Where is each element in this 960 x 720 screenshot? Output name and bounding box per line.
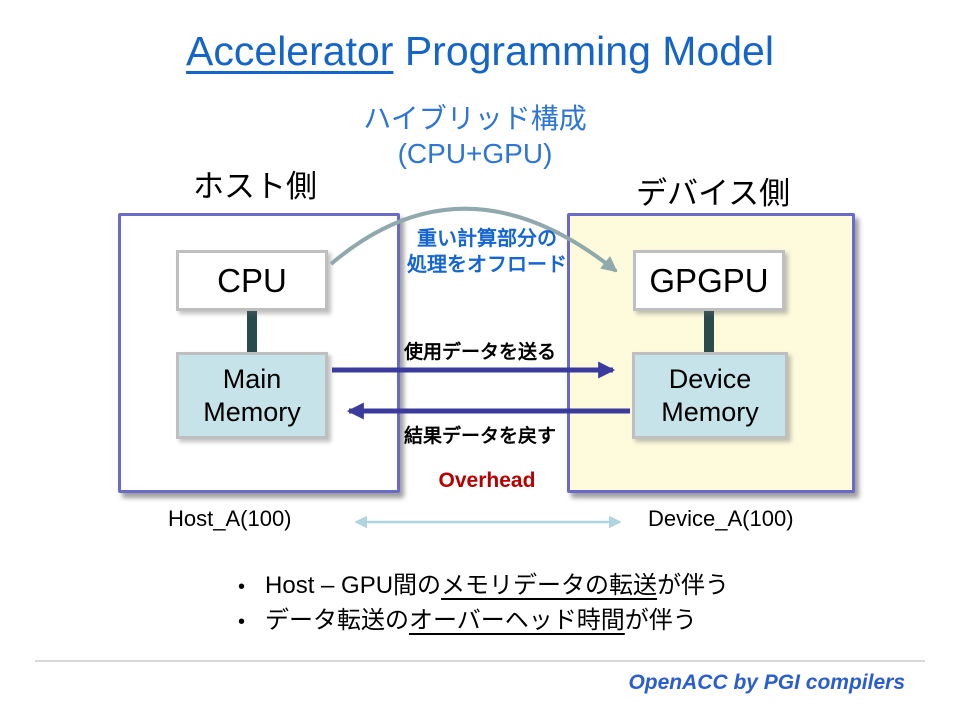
overhead-label: Overhead bbox=[438, 469, 536, 492]
bullet-post: が伴う bbox=[624, 607, 697, 634]
title-underlined-word: Accelerator bbox=[186, 28, 394, 74]
gpu-memory-bus bbox=[704, 311, 714, 353]
host-side-label: ホスト側 bbox=[193, 169, 317, 204]
main-memory-label-line1: Main bbox=[222, 363, 282, 394]
subtitle: ハイブリッド構成 (CPU+GPU) bbox=[0, 101, 950, 171]
main-memory-node: Main Memory bbox=[176, 352, 328, 439]
offload-annotation-line1: 重い計算部分の bbox=[417, 228, 557, 250]
subtitle-line1: ハイブリッド構成 bbox=[363, 103, 587, 134]
footer-credit: OpenACC by PGI compilers bbox=[628, 671, 905, 694]
cpu-label: CPU bbox=[217, 261, 287, 299]
cpu-memory-bus bbox=[247, 311, 257, 353]
bullet-text: Host – GPU間のメモリデータの転送が伴う bbox=[265, 569, 729, 602]
send-data-label: 使用データを送る bbox=[404, 342, 557, 363]
gpgpu-node: GPGPU bbox=[633, 250, 785, 311]
title-rest: Programming Model bbox=[393, 28, 774, 74]
bullet-pre: Host – GPU間の bbox=[265, 572, 442, 599]
device-memory-node: Device Memory bbox=[632, 352, 788, 439]
bullet-text: データ転送のオーバーヘッド時間が伴う bbox=[265, 604, 697, 637]
footer-divider bbox=[35, 660, 925, 662]
gpgpu-label: GPGPU bbox=[649, 261, 769, 299]
bullet-icon: • bbox=[238, 576, 246, 598]
bullet-icon: • bbox=[238, 611, 246, 633]
cpu-node: CPU bbox=[176, 250, 328, 311]
list-item: • Host – GPU間のメモリデータの転送が伴う bbox=[238, 569, 729, 604]
device-variable-label: Device_A(100) bbox=[648, 506, 794, 531]
list-item: • データ転送のオーバーヘッド時間が伴う bbox=[238, 604, 729, 639]
bullet-pre: データ転送の bbox=[265, 607, 410, 634]
device-memory-label-line1: Device bbox=[668, 363, 752, 394]
bullet-list: • Host – GPU間のメモリデータの転送が伴う • データ転送のオーバーヘ… bbox=[238, 569, 729, 639]
host-variable-label: Host_A(100) bbox=[168, 506, 292, 531]
bullet-post: が伴う bbox=[657, 572, 730, 599]
device-side-label: デバイス側 bbox=[636, 176, 791, 211]
offload-annotation: 重い計算部分の 処理をオフロード bbox=[398, 226, 576, 278]
main-memory-label-line2: Memory bbox=[203, 396, 301, 427]
offload-annotation-line2: 処理をオフロード bbox=[407, 254, 567, 276]
return-data-label: 結果データを戻す bbox=[404, 426, 557, 447]
bullet-underlined: オーバーヘッド時間 bbox=[409, 607, 625, 634]
subtitle-line2: (CPU+GPU) bbox=[397, 138, 553, 169]
bullet-underlined: メモリデータの転送 bbox=[441, 572, 658, 599]
page-title: Accelerator Programming Model bbox=[0, 28, 960, 75]
device-memory-label-line2: Memory bbox=[661, 396, 759, 427]
